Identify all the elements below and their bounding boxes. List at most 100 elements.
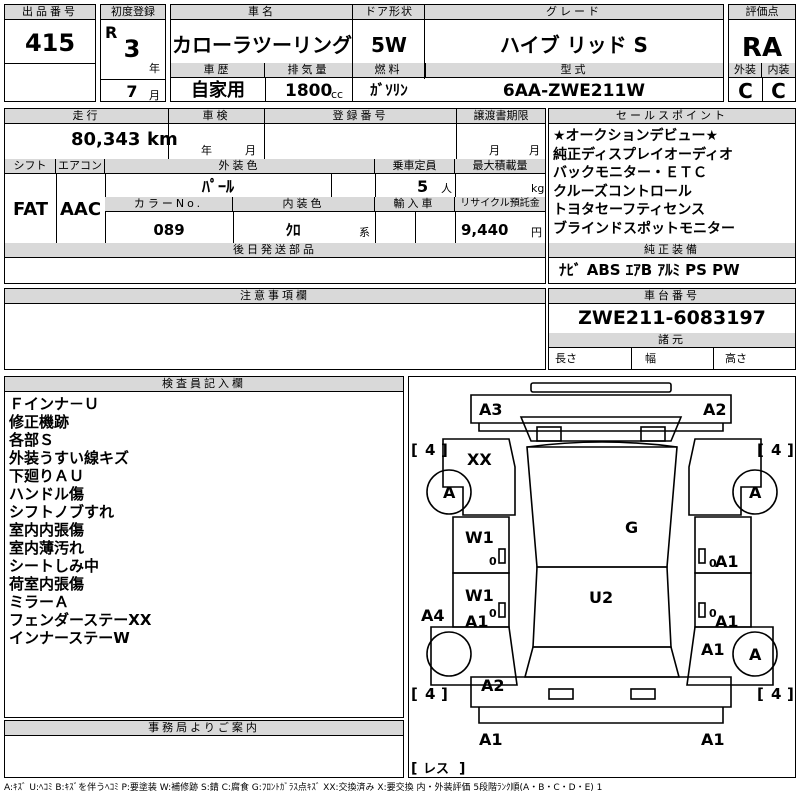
mark-roof: G <box>625 518 638 537</box>
cc-unit: cc <box>331 88 344 101</box>
inspector-note: 各部Ｓ <box>9 431 55 449</box>
grade-value: ハイブ リッド S <box>500 33 648 57</box>
mark-center: U2 <box>589 588 613 607</box>
recycle-label: リサイクル預託金 <box>455 197 545 212</box>
legend-text: A:ｷｽﾞ U:ﾍｺﾐ B:ｷｽﾞを伴うﾍｺﾐ P:要塗装 W:補修跡 S:錆 … <box>4 783 603 793</box>
ext-color-value: ﾊﾟｰﾙ <box>201 177 234 196</box>
dimensions-label: 諸元 <box>549 333 795 348</box>
tire-tl-bracket: [ <box>411 441 418 459</box>
exterior-grade-value: C <box>738 79 753 103</box>
mileage-value: 80,343 <box>71 129 141 150</box>
mark-left-rear-door-w: W1 <box>465 586 494 605</box>
sales-point-cell: セールスポイント ★オークションデビュー★ 純正ディスプレイオーディオ バックモ… <box>548 108 796 284</box>
transfer-day-unit: 月 <box>529 144 540 157</box>
lot-number-cell: 出品番号 415 <box>4 4 96 102</box>
inspector-notes-list: Ｆインナ－Ｕ 修正機跡 各部Ｓ 外装うすい線キズ 下廻りＡＵ ハンドル傷 シフト… <box>9 395 151 647</box>
height-label: 高さ <box>725 352 747 365</box>
model-code-label: 型式 <box>425 63 723 78</box>
tire-br-bracket: [ <box>757 685 764 703</box>
score-value: RA <box>741 33 783 63</box>
spec-block: 走行 車検 登録番号 譲渡書期限 80,343 km 年 月 月 月 シフト エ… <box>4 108 546 284</box>
grade-label: グレード <box>425 5 723 20</box>
ac-label: エアコン <box>56 159 105 174</box>
spare-bracket: [ <box>411 761 417 777</box>
door-value: 5W <box>371 33 407 57</box>
inspector-note: シフトノブすれ <box>9 503 115 521</box>
interior-grade-value: C <box>771 79 786 103</box>
tire-depth-rear-right: 4 <box>771 685 781 703</box>
width-label: 幅 <box>645 352 656 365</box>
tire-tr-bracket-close: ] <box>787 441 794 459</box>
history-value: 自家用 <box>191 80 245 101</box>
inspection-month-unit: 月 <box>245 144 256 157</box>
mark-hood: XX <box>467 450 492 469</box>
sales-point-label: セールスポイント <box>549 109 795 124</box>
inspector-note: ミラーＡ <box>9 593 70 611</box>
inspector-note: 室内薄汚れ <box>9 539 85 557</box>
inspector-cell: 検査員記入欄 Ｆインナ－Ｕ 修正機跡 各部Ｓ 外装うすい線キズ 下廻りＡＵ ハン… <box>4 376 404 718</box>
inspector-label: 検査員記入欄 <box>5 377 403 392</box>
first-registration-cell: 初度登録 R 3 年 7 月 <box>100 4 166 102</box>
mark-left-rear-quarter: A4 <box>421 606 445 625</box>
sales-point-item: ★オークションデビュー★ <box>553 128 719 144</box>
tire-bl-bracket-close: ] <box>441 685 448 703</box>
tire-depth-rear-left: 4 <box>425 685 435 703</box>
door-num-left-2: 0 <box>489 607 497 620</box>
tire-bl-bracket: [ <box>411 685 418 703</box>
mark-right-front-door: A1 <box>715 552 739 571</box>
notes-cell: 注意事項欄 <box>4 288 546 370</box>
tire-depth-front-right: 4 <box>771 441 781 459</box>
sales-point-item: ブラインドスポットモニター <box>553 220 735 237</box>
tire-br-bracket-close: ] <box>787 685 794 703</box>
sales-point-item: 純正ディスプレイオーディオ <box>553 146 734 163</box>
ext-color-label: 外装色 <box>105 159 375 174</box>
model-code-value: 6AA-ZWE211W <box>502 81 646 101</box>
door-num-right-2: 0 <box>709 607 717 620</box>
era-value: R <box>105 23 118 42</box>
color-no-value: 089 <box>153 221 185 239</box>
sales-point-item: バックモニター・ＥＴＣ <box>553 165 707 181</box>
import-label: 輸入車 <box>375 197 455 212</box>
people-unit: 人 <box>441 182 452 195</box>
transfer-month-unit: 月 <box>489 144 500 157</box>
std-equipment-value: ﾅﾋﾞ ABS ｴｱB ｱﾙﾐ PS PW <box>559 261 740 279</box>
inspector-note: インナーステーW <box>9 629 130 647</box>
sales-point-item: クルーズコントロール <box>553 183 692 200</box>
inspector-note: 室内内張傷 <box>9 521 85 539</box>
int-color-label: 内装色 <box>233 197 375 212</box>
first-registration-label: 初度登録 <box>101 5 165 20</box>
chassis-cell: 車台番号 ZWE211-6083197 諸元 長さ 幅 高さ <box>548 288 796 370</box>
color-no-label: カラーNo. <box>105 197 233 212</box>
mark-left-front-wheel: A <box>443 483 456 502</box>
inspector-note: 荷室内張傷 <box>9 575 85 593</box>
car-name-value: カローラツーリング <box>172 33 352 57</box>
mark-left-rear-door-a: A1 <box>465 612 489 631</box>
year-unit: 年 <box>149 62 160 75</box>
year-value: 3 <box>123 35 141 63</box>
inspector-note: ハンドル傷 <box>9 485 85 503</box>
mark-right-front-wheel: A <box>749 483 762 502</box>
inspector-note: シートしみ中 <box>9 557 100 575</box>
capacity-label: 乗車定員 <box>375 159 455 174</box>
inspector-note: 外装うすい線キズ <box>9 449 130 467</box>
reg-no-label: 登録番号 <box>264 109 456 124</box>
inspector-note: Ｆインナ－Ｕ <box>9 395 100 413</box>
shift-value: FAT <box>12 199 49 220</box>
door-num-left-1: 0 <box>489 555 497 568</box>
mark-front-left-corner: A3 <box>479 400 503 419</box>
tire-tr-bracket: [ <box>757 441 764 459</box>
car-name-label: 車名 <box>171 5 353 20</box>
ac-value: AAC <box>59 199 102 220</box>
inspector-note: フェンダーステーXX <box>9 611 152 629</box>
tire-tl-bracket-close: ] <box>441 441 448 459</box>
fuel-label: 燃料 <box>352 63 424 78</box>
mark-right-rear-door: A1 <box>715 612 739 631</box>
month-unit: 月 <box>149 89 160 102</box>
capacity-value: 5 <box>417 177 429 196</box>
inspector-note: 修正機跡 <box>9 413 70 431</box>
tire-depth-front-left: 4 <box>425 441 435 459</box>
int-color-value: ｸﾛ <box>285 221 301 239</box>
kei-unit: 系 <box>359 226 370 239</box>
max-load-label: 最大積載量 <box>455 159 545 174</box>
length-label: 長さ <box>555 352 577 365</box>
